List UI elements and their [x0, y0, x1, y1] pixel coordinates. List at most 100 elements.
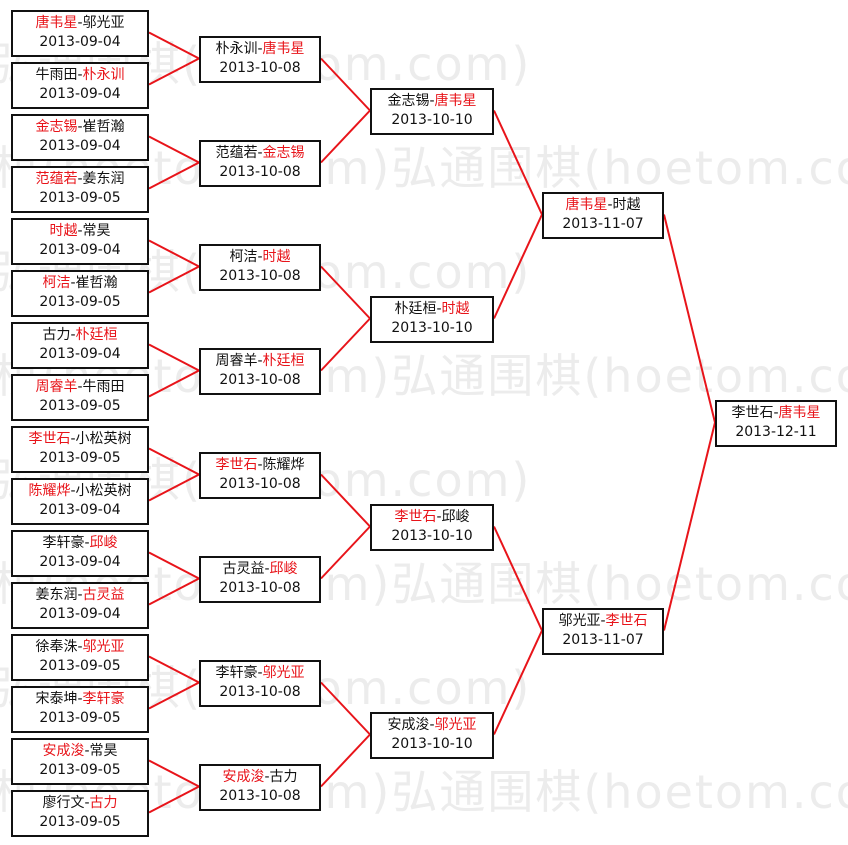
match-players: 安成浚-古力	[201, 768, 319, 787]
match-box-round3: 安成浚-邬光亚 2013-10-10	[370, 712, 494, 759]
separator: -	[77, 587, 83, 603]
winner-name: 柯洁	[42, 275, 71, 291]
match-date: 2013-11-07	[562, 632, 644, 648]
bracket-connector	[148, 265, 200, 294]
bracket-connector	[148, 369, 200, 398]
bracket-connector	[493, 526, 543, 631]
separator: -	[77, 171, 83, 187]
separator: -	[77, 119, 83, 135]
winner-name: 李世石	[28, 431, 71, 447]
match-date: 2013-10-08	[219, 268, 301, 284]
loser-name: 牛雨田	[82, 379, 125, 395]
separator: -	[257, 353, 263, 369]
match-date: 2013-09-05	[39, 762, 121, 778]
match-date: 2013-10-10	[391, 112, 473, 128]
separator: -	[77, 379, 83, 395]
bracket-connector	[148, 161, 200, 190]
match-players: 李世石-唐韦星	[717, 404, 835, 423]
bracket-connector	[148, 135, 200, 164]
loser-name: 崔哲瀚	[75, 275, 118, 291]
winner-name: 李世石	[605, 613, 648, 629]
match-date: 2013-09-05	[39, 710, 121, 726]
winner-name: 唐韦星	[434, 93, 477, 109]
loser-name: 邬光亚	[82, 15, 125, 31]
winner-name: 朴廷桓	[75, 327, 118, 343]
separator: -	[264, 769, 270, 785]
bracket-connector	[493, 214, 543, 319]
winner-name: 李世石	[394, 509, 437, 525]
separator: -	[436, 301, 442, 317]
loser-name: 柯洁	[229, 249, 258, 265]
loser-name: 崔哲瀚	[82, 119, 125, 135]
match-players: 李轩豪-邬光亚	[201, 664, 319, 683]
separator: -	[70, 483, 76, 499]
separator: -	[70, 275, 76, 291]
match-date: 2013-09-04	[39, 138, 121, 154]
separator: -	[257, 457, 263, 473]
match-players: 李世石-邱峻	[372, 508, 492, 527]
bracket-connector	[493, 110, 543, 215]
match-date: 2013-09-05	[39, 658, 121, 674]
match-players: 邬光亚-李世石	[544, 612, 662, 631]
winner-name: 唐韦星	[565, 197, 608, 213]
loser-name: 常昊	[82, 223, 111, 239]
match-date: 2013-10-10	[391, 528, 473, 544]
separator: -	[84, 795, 90, 811]
loser-name: 朴永训	[215, 41, 258, 57]
separator: -	[257, 145, 263, 161]
match-date: 2013-09-05	[39, 190, 121, 206]
separator: -	[429, 717, 435, 733]
separator: -	[773, 405, 779, 421]
winner-name: 周睿羊	[35, 379, 78, 395]
match-date: 2013-11-07	[562, 216, 644, 232]
loser-name: 陈耀烨	[262, 457, 305, 473]
loser-name: 小松英树	[75, 431, 132, 447]
match-date: 2013-12-11	[735, 424, 817, 440]
bracket-connector	[148, 447, 200, 476]
winner-name: 邬光亚	[434, 717, 477, 733]
match-date: 2013-10-10	[391, 736, 473, 752]
winner-name: 时越	[49, 223, 78, 239]
winner-name: 李轩豪	[82, 691, 125, 707]
separator: -	[257, 665, 263, 681]
loser-name: 李轩豪	[42, 535, 85, 551]
separator: -	[429, 93, 435, 109]
match-players: 范蕴若-金志锡	[201, 144, 319, 163]
bracket-connector	[320, 265, 371, 320]
bracket-connector	[148, 759, 200, 788]
match-players: 牛雨田-朴永训	[13, 66, 147, 85]
match-date: 2013-10-08	[219, 476, 301, 492]
winner-name: 唐韦星	[778, 405, 821, 421]
match-date: 2013-10-08	[219, 372, 301, 388]
loser-name: 廖行文	[42, 795, 85, 811]
bracket-connector	[320, 317, 371, 372]
loser-name: 范蕴若	[215, 145, 258, 161]
loser-name: 安成浚	[387, 717, 430, 733]
match-date: 2013-09-05	[39, 294, 121, 310]
winner-name: 时越	[441, 301, 470, 317]
loser-name: 宋泰坤	[35, 691, 78, 707]
bracket-connector	[320, 57, 371, 112]
loser-name: 邱峻	[441, 509, 470, 525]
loser-name: 常昊	[89, 743, 118, 759]
match-date: 2013-09-05	[39, 814, 121, 830]
match-players: 李轩豪-邱峻	[13, 534, 147, 553]
match-players: 唐韦星-邬光亚	[13, 14, 147, 33]
separator: -	[77, 15, 83, 31]
match-players: 金志锡-唐韦星	[372, 92, 492, 111]
bracket-connector	[148, 655, 200, 684]
match-date: 2013-10-08	[219, 788, 301, 804]
match-players: 朴永训-唐韦星	[201, 40, 319, 59]
match-players: 唐韦星-时越	[544, 196, 662, 215]
match-date: 2013-09-04	[39, 242, 121, 258]
bracket-connector	[320, 733, 371, 788]
